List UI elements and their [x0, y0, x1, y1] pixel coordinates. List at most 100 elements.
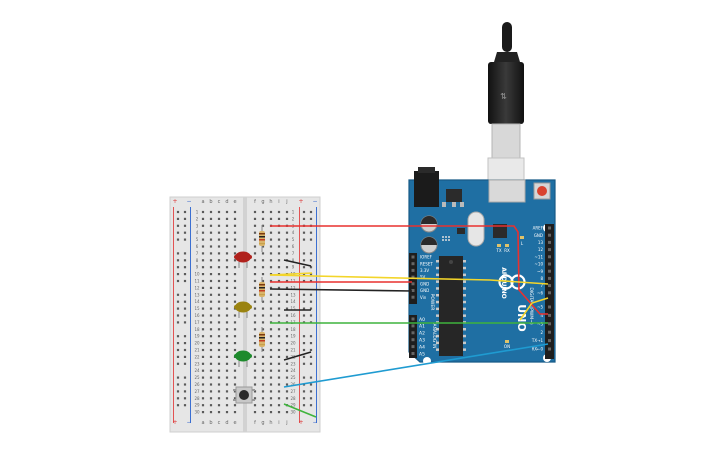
- breadboard-hole[interactable]: [209, 231, 213, 234]
- rail-hole[interactable]: [309, 342, 313, 345]
- rail-hole[interactable]: [176, 279, 180, 283]
- breadboard-hole[interactable]: [269, 300, 273, 303]
- breadboard-hole[interactable]: [277, 335, 281, 338]
- breadboard-hole[interactable]: [217, 348, 221, 352]
- breadboard-hole[interactable]: [277, 245, 281, 248]
- breadboard-hole[interactable]: [261, 321, 265, 324]
- rail-hole[interactable]: [309, 210, 313, 214]
- rail-hole[interactable]: [183, 217, 187, 220]
- breadboard-hole[interactable]: [269, 286, 273, 289]
- breadboard-hole[interactable]: [201, 328, 205, 331]
- rail-hole[interactable]: [176, 376, 180, 379]
- rail-hole[interactable]: [309, 314, 313, 317]
- header-pin[interactable]: [548, 226, 551, 230]
- breadboard-hole[interactable]: [233, 411, 237, 414]
- breadboard-hole[interactable]: [285, 314, 289, 317]
- breadboard-hole[interactable]: [225, 245, 229, 248]
- breadboard-hole[interactable]: [233, 245, 237, 248]
- breadboard-hole[interactable]: [217, 245, 221, 248]
- breadboard-hole[interactable]: [285, 266, 289, 269]
- breadboard-hole[interactable]: [209, 348, 213, 352]
- rail-hole[interactable]: [309, 397, 313, 400]
- breadboard-hole[interactable]: [201, 286, 205, 289]
- breadboard-hole[interactable]: [233, 279, 237, 283]
- breadboard-hole[interactable]: [225, 397, 229, 400]
- breadboard-hole[interactable]: [225, 376, 229, 379]
- breadboard-hole[interactable]: [217, 293, 221, 296]
- breadboard-hole[interactable]: [269, 397, 273, 400]
- red-wire-5v[interactable]: [270, 225, 548, 315]
- rail-hole[interactable]: [302, 238, 306, 241]
- rail-hole[interactable]: [176, 348, 180, 352]
- breadboard-hole[interactable]: [233, 348, 237, 352]
- breadboard-hole[interactable]: [233, 383, 237, 386]
- rail-hole[interactable]: [176, 355, 180, 358]
- rail-hole[interactable]: [309, 293, 313, 296]
- breadboard-hole[interactable]: [225, 383, 229, 386]
- breadboard-hole[interactable]: [253, 321, 257, 324]
- black-wire-1[interactable]: [283, 259, 312, 267]
- breadboard-hole[interactable]: [269, 355, 273, 358]
- breadboard-hole[interactable]: [253, 376, 257, 379]
- breadboard-hole[interactable]: [209, 362, 213, 365]
- breadboard-hole[interactable]: [225, 328, 229, 331]
- breadboard-hole[interactable]: [233, 328, 237, 331]
- breadboard-hole[interactable]: [209, 210, 213, 214]
- breadboard-hole[interactable]: [253, 245, 257, 248]
- header-pin[interactable]: [548, 240, 551, 244]
- breadboard-hole[interactable]: [253, 328, 257, 331]
- rail-hole[interactable]: [176, 210, 180, 214]
- breadboard-hole[interactable]: [269, 411, 273, 414]
- breadboard-hole[interactable]: [277, 259, 281, 262]
- breadboard-hole[interactable]: [209, 259, 213, 262]
- breadboard-hole[interactable]: [209, 369, 213, 372]
- breadboard-hole[interactable]: [233, 369, 237, 372]
- rail-hole[interactable]: [183, 238, 187, 241]
- rail-hole[interactable]: [309, 348, 313, 352]
- breadboard-hole[interactable]: [217, 383, 221, 386]
- breadboard-hole[interactable]: [285, 300, 289, 303]
- header-pin[interactable]: [411, 324, 415, 328]
- breadboard-hole[interactable]: [261, 355, 265, 358]
- breadboard-hole[interactable]: [209, 342, 213, 345]
- breadboard-hole[interactable]: [285, 376, 289, 379]
- breadboard-hole[interactable]: [261, 376, 265, 379]
- rail-hole[interactable]: [176, 300, 180, 303]
- breadboard-hole[interactable]: [201, 231, 205, 234]
- breadboard-hole[interactable]: [277, 383, 281, 386]
- yellow-wire-a[interactable]: [269, 274, 549, 285]
- breadboard-hole[interactable]: [217, 266, 221, 269]
- breadboard-hole[interactable]: [225, 293, 229, 296]
- rail-hole[interactable]: [176, 238, 180, 241]
- breadboard-hole[interactable]: [201, 273, 205, 276]
- breadboard-hole[interactable]: [253, 266, 257, 269]
- breadboard-hole[interactable]: [217, 369, 221, 372]
- breadboard-hole[interactable]: [209, 314, 213, 317]
- red-led[interactable]: [234, 251, 252, 269]
- breadboard-hole[interactable]: [233, 321, 237, 324]
- breadboard-hole[interactable]: [261, 273, 265, 276]
- breadboard-hole[interactable]: [269, 210, 273, 214]
- rail-hole[interactable]: [183, 252, 187, 255]
- rail-hole[interactable]: [309, 300, 313, 303]
- breadboard-hole[interactable]: [209, 245, 213, 248]
- header-pin[interactable]: [411, 352, 415, 355]
- breadboard-hole[interactable]: [201, 293, 205, 296]
- rail-hole[interactable]: [183, 314, 187, 317]
- breadboard-hole[interactable]: [253, 217, 257, 220]
- rail-hole[interactable]: [183, 321, 187, 324]
- breadboard-hole[interactable]: [253, 210, 257, 214]
- breadboard-hole[interactable]: [261, 259, 265, 262]
- rail-hole[interactable]: [176, 404, 180, 407]
- header-pin[interactable]: [411, 331, 415, 335]
- header-pin[interactable]: [548, 233, 551, 237]
- breadboard-hole[interactable]: [233, 314, 237, 317]
- rail-hole[interactable]: [309, 252, 313, 255]
- breadboard-hole[interactable]: [277, 266, 281, 269]
- breadboard-hole[interactable]: [225, 217, 229, 220]
- breadboard-hole[interactable]: [233, 231, 237, 234]
- breadboard-hole[interactable]: [253, 390, 257, 393]
- breadboard-hole[interactable]: [269, 245, 273, 248]
- breadboard-hole[interactable]: [209, 286, 213, 289]
- breadboard-hole[interactable]: [269, 252, 273, 255]
